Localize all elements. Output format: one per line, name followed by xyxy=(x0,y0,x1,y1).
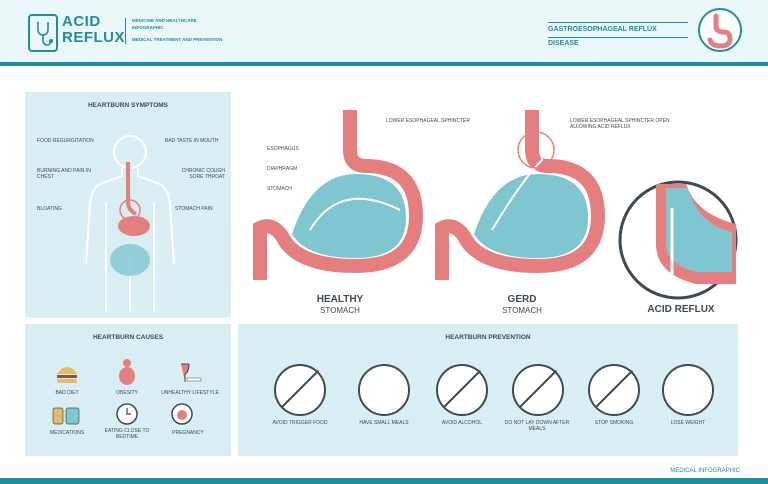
prevention-label: HAVE SMALL MEALS xyxy=(359,420,409,426)
anatomy-label: LOWER ESOPHAGEAL SPHINCTER OPEN ALLOWING… xyxy=(570,118,670,130)
medications-icon xyxy=(52,407,80,425)
stethoscope-icon xyxy=(28,14,58,52)
no-junk-food-icon xyxy=(274,364,326,416)
acid-reflux-title: ACID REFLUX xyxy=(647,304,715,315)
anatomy-label: ESOPHAGUS xyxy=(267,146,299,152)
cause-label: PREGNANCY xyxy=(172,430,204,436)
small-plate-icon xyxy=(358,364,410,416)
cause-label: UNHEALTHY LIFESTYLE xyxy=(161,390,219,396)
prevention-label: AVOID ALCOHOL xyxy=(441,420,483,426)
clock-plate-icon xyxy=(116,403,138,425)
gerd-subtitle: STOMACH xyxy=(502,306,542,315)
anatomy-label: DIAPHRAGM xyxy=(267,166,298,172)
burger-icon xyxy=(57,367,77,383)
prevention-label: LOSE WEIGHT xyxy=(670,420,706,426)
symptom-label: BLOATING xyxy=(37,206,62,212)
header-divider xyxy=(0,62,768,66)
disease-title: GASTROESOPHAGEAL REFLUX DISEASE xyxy=(548,22,688,47)
healthy-title: HEALTHY xyxy=(316,294,364,305)
anatomy-label: STOMACH xyxy=(267,186,292,192)
cause-label: MEDICATIONS xyxy=(49,430,85,436)
causes-title: HEARTBURN CAUSES xyxy=(92,334,164,341)
no-smoking-icon xyxy=(588,364,640,416)
gerd-title: GERD xyxy=(507,294,537,305)
cause-label: OBESITY xyxy=(116,390,138,396)
symptom-label: BAD TASTE IN MOUTH xyxy=(165,138,219,144)
acid-reflux-closeup xyxy=(618,180,738,300)
footer-text: MEDICAL INFOGRAPHIC xyxy=(670,468,740,474)
subtitle-1: MEDICINE AND HEALTHCARE xyxy=(132,18,197,23)
title-line2: REFLUX xyxy=(62,29,125,46)
symptom-label: STOMACH PAIN xyxy=(175,206,213,212)
symptom-label: CHRONIC COUGH SORE THROAT xyxy=(181,168,225,180)
stomach-badge-icon xyxy=(698,8,742,52)
prevention-panel: HEARTBURN PREVENTION AVOID TRIGGER FOOD … xyxy=(238,324,738,456)
header-bar xyxy=(0,0,768,62)
prevention-title: HEARTBURN PREVENTION xyxy=(445,334,531,341)
pregnancy-icon xyxy=(171,403,193,425)
subtitle-2: INFOGRAPHIC xyxy=(132,25,164,30)
prevention-label: STOP SMOKING xyxy=(594,420,634,426)
healthy-stomach-illustration xyxy=(253,110,424,280)
prevention-label: AVOID TRIGGER FOOD xyxy=(272,420,328,426)
no-lying-down-icon xyxy=(512,364,564,416)
anatomy-label: LOWER ESOPHAGEAL SPHINCTER xyxy=(386,118,470,124)
cause-label: BAD DIET xyxy=(55,390,79,396)
causes-panel: HEARTBURN CAUSES BAD DIET OBESITY UNHEAL… xyxy=(25,324,231,456)
symptoms-title: HEARTBURN SYMPTOMS xyxy=(87,102,169,109)
title-line1: ACID xyxy=(62,13,101,30)
wine-cigarette-icon xyxy=(181,363,202,382)
symptoms-panel: HEARTBURN SYMPTOMS FOOD REGURGITATION BA… xyxy=(25,92,231,318)
gerd-stomach-illustration xyxy=(435,110,606,280)
footer-bar xyxy=(0,478,768,484)
symptom-label: FOOD REGURGITATION xyxy=(37,138,94,144)
app-title: ACID REFLUX xyxy=(62,14,125,46)
healthy-subtitle: STOMACH xyxy=(320,306,360,315)
human-body-figure xyxy=(85,135,175,312)
prevention-label: DO NOT LAY DOWN AFTER MEALS xyxy=(504,420,570,432)
symptom-label: BURNING AND PAIN IN CHEST xyxy=(37,168,91,180)
header-separator xyxy=(125,18,126,44)
cause-label: EATING CLOSE TO BEDTIME xyxy=(104,428,150,440)
subtitle-3: MEDICAL TREATMENT AND PREVENTION xyxy=(132,37,223,42)
obesity-icon xyxy=(119,359,135,385)
no-alcohol-icon xyxy=(436,364,488,416)
scale-icon xyxy=(662,364,714,416)
